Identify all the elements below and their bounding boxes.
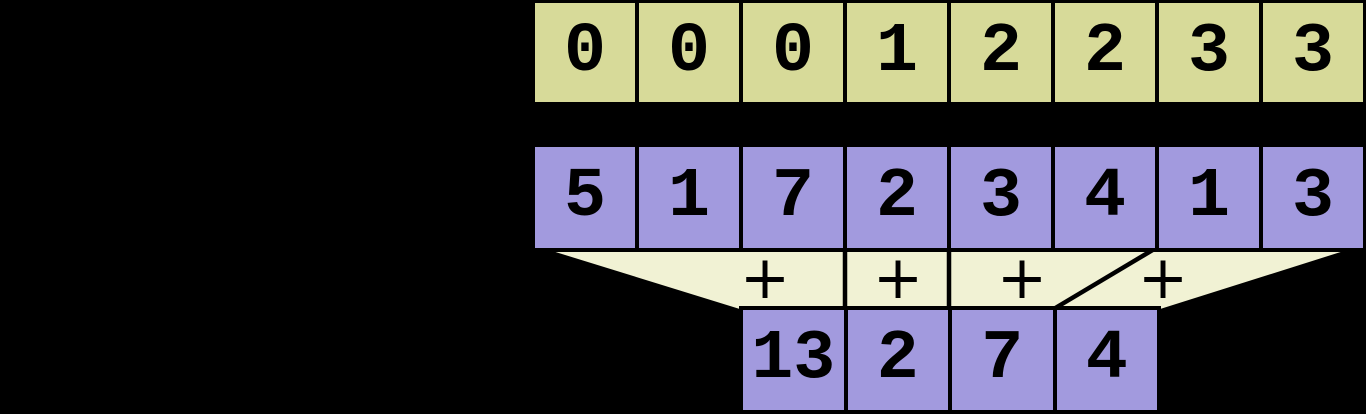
value-cell: 1 xyxy=(1159,147,1259,248)
funnel-shapes xyxy=(549,246,1347,312)
plus-operator: + xyxy=(1137,243,1189,313)
funnel-segment-2 xyxy=(845,250,949,310)
value-cell: 3 xyxy=(951,147,1051,248)
values-row: 5 1 7 2 3 4 1 3 xyxy=(531,143,1366,252)
key-cell: 0 xyxy=(535,3,635,102)
plus-operator: + xyxy=(739,243,791,313)
plus-operator: + xyxy=(872,243,924,313)
value-cell: 4 xyxy=(1055,147,1155,248)
key-cell: 0 xyxy=(639,3,739,102)
plus-operator: + xyxy=(996,243,1048,313)
funnel-divider-slanted xyxy=(1050,246,1158,312)
value-cell: 3 xyxy=(1263,147,1363,248)
value-cell: 7 xyxy=(743,147,843,248)
result-cell: 4 xyxy=(1056,310,1157,410)
key-cell: 1 xyxy=(847,3,947,102)
funnel-segment-1 xyxy=(549,250,845,310)
value-cell: 2 xyxy=(847,147,947,248)
key-cell: 2 xyxy=(951,3,1051,102)
result-cell: 13 xyxy=(743,310,844,410)
keys-row: 0 0 0 1 2 2 3 3 xyxy=(531,0,1366,106)
key-cell: 3 xyxy=(1263,3,1363,102)
key-cell: 0 xyxy=(743,3,843,102)
value-cell: 1 xyxy=(639,147,739,248)
value-cell: 5 xyxy=(535,147,635,248)
result-cell: 2 xyxy=(847,310,948,410)
key-cell: 2 xyxy=(1055,3,1155,102)
funnel-segment-3 xyxy=(949,250,1156,310)
results-row: 13 2 7 4 xyxy=(739,306,1161,414)
key-cell: 3 xyxy=(1159,3,1259,102)
result-cell: 7 xyxy=(952,310,1053,410)
funnel-segment-4 xyxy=(1052,250,1347,310)
